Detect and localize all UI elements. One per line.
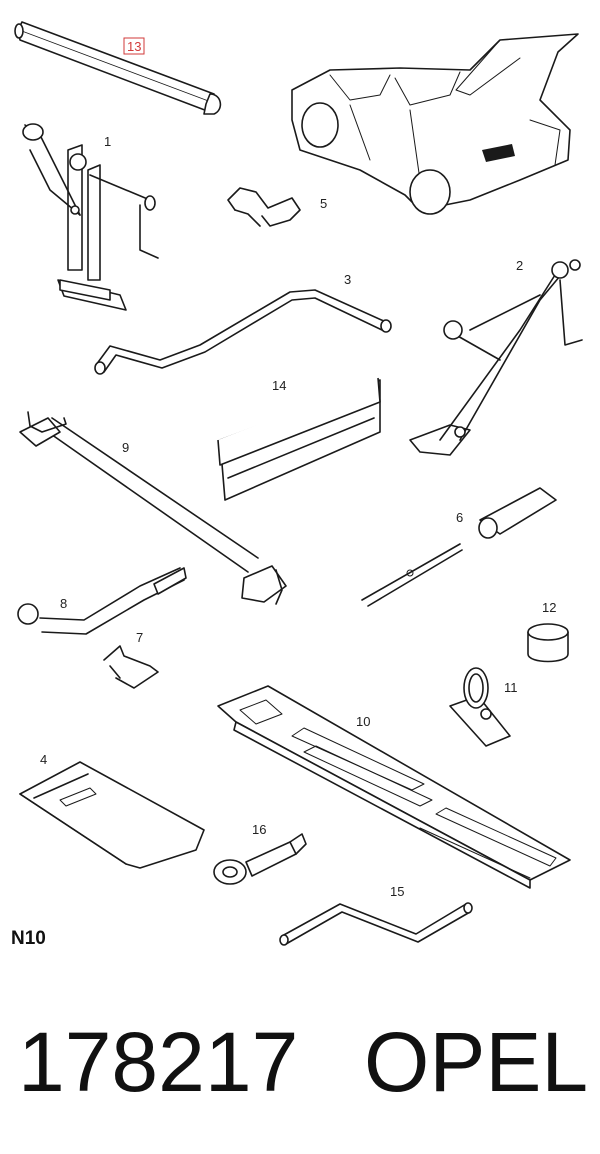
callout-7: 7 [136, 630, 143, 645]
callout-3: 3 [344, 272, 351, 287]
part-4-pouch [19, 761, 205, 869]
part-3-rod [94, 289, 392, 375]
part-11-ring-bracket [449, 667, 511, 747]
part-5-hook [227, 187, 301, 227]
callout-11: 11 [504, 680, 518, 695]
part-1-jack [22, 123, 159, 311]
part-10-tray [217, 685, 571, 889]
part-14-strip [217, 377, 381, 501]
callout-8: 8 [60, 596, 67, 611]
part-15-lug-rod [279, 902, 473, 946]
car-illustration [291, 33, 579, 215]
part-13-rubber-strip [14, 21, 222, 115]
callout-15: 15 [390, 884, 404, 899]
part-7-clip [103, 645, 159, 689]
part-6-screwdriver [361, 487, 557, 607]
callout-6: 6 [456, 510, 463, 525]
callout-13: 13 [127, 39, 141, 54]
callout-14: 14 [272, 378, 286, 393]
part-number: 178217 [18, 1015, 299, 1109]
callout-1: 1 [104, 134, 111, 149]
brand-name: OPEL [364, 1015, 589, 1109]
callout-2: 2 [516, 258, 523, 273]
callout-10: 10 [356, 714, 370, 729]
part-8-wrench [17, 567, 187, 635]
callout-9: 9 [122, 440, 129, 455]
callout-4: 4 [40, 752, 47, 767]
part-2-jack [409, 259, 583, 456]
callout-5: 5 [320, 196, 327, 211]
callout-16: 16 [252, 822, 266, 837]
part-9-strap [19, 411, 287, 605]
callout-12: 12 [542, 600, 556, 615]
part-12-cap [527, 623, 569, 663]
footer: 178217 OPEL [18, 1012, 588, 1112]
part-16-towing-eye [213, 833, 307, 885]
figure-code: N10 [11, 928, 46, 949]
callout-13-box [123, 37, 145, 55]
